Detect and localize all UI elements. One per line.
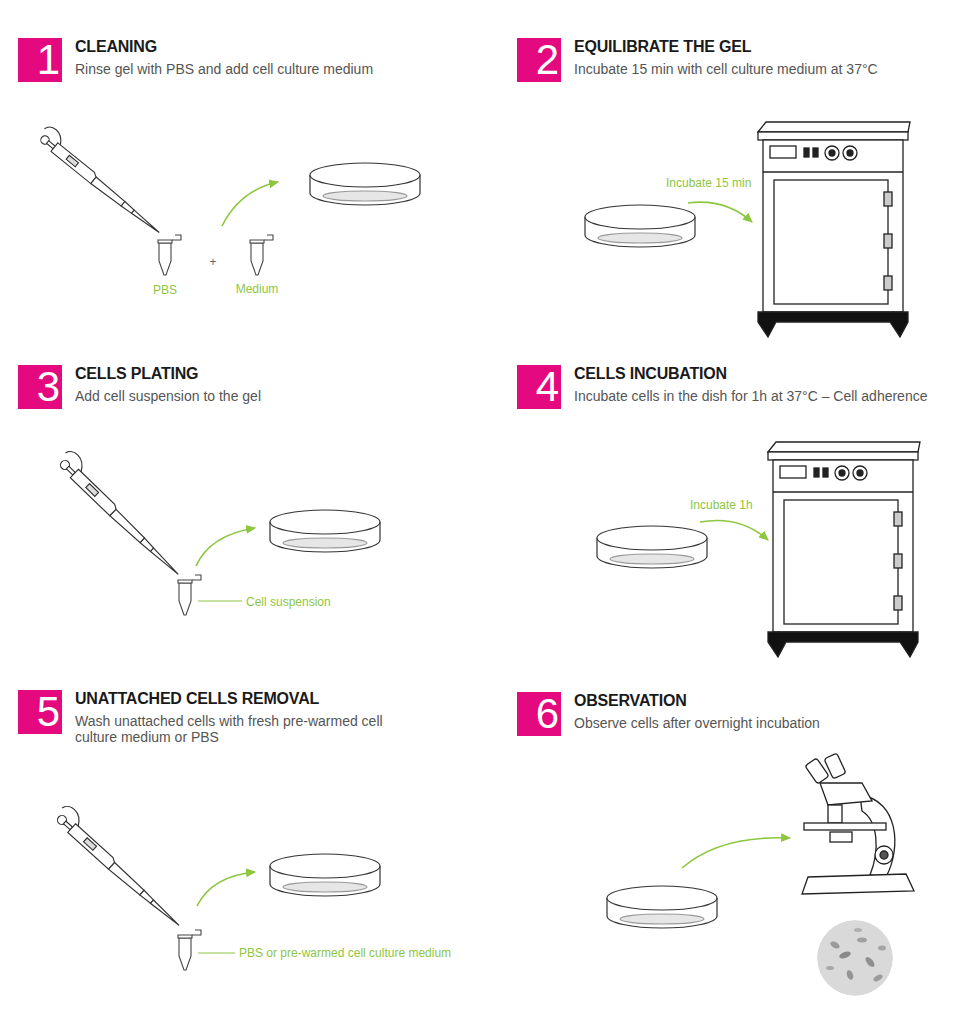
step-text: CELLS INCUBATION Incubate cells in the di… (574, 365, 927, 404)
flow-arrow (688, 202, 752, 222)
step-description: Wash unattached cells with fresh pre-war… (75, 713, 413, 745)
step-heading: CELLS INCUBATION (574, 365, 927, 383)
step-description: Incubate 15 min with cell culture medium… (574, 61, 878, 77)
step-text: OBSERVATION Observe cells after overnight… (574, 692, 820, 731)
step2-illustration (585, 122, 910, 337)
step-number-badge: 4 (517, 365, 561, 409)
flow-arrow (700, 520, 768, 540)
step3-illustration (55, 448, 380, 615)
pipette (52, 803, 189, 930)
tube (178, 930, 201, 970)
flow-arrow (197, 872, 255, 906)
petri-dish (607, 886, 717, 928)
step-description: Rinse gel with PBS and add cell culture … (75, 61, 373, 77)
tube (250, 235, 273, 275)
protocol-step: 6 OBSERVATION Observe cells after overnigh… (517, 692, 820, 736)
step6-illustration (607, 753, 914, 996)
step-text: EQUILIBRATE THE GEL Incubate 15 min with … (574, 38, 878, 77)
annotation-label: Incubate 1h (690, 498, 753, 512)
petri-dish (270, 854, 380, 896)
step4-illustration (597, 442, 920, 657)
step-number: 3 (37, 365, 62, 409)
step-heading: CELLS PLATING (75, 365, 261, 383)
step-description: Incubate cells in the dish for 1h at 37°… (574, 388, 927, 404)
step-number: 5 (37, 690, 62, 734)
pipette (55, 448, 189, 578)
annotation-label: Incubate 15 min (666, 176, 751, 190)
petri-dish (585, 205, 695, 247)
step-heading: UNATTACHED CELLS REMOVAL (75, 690, 413, 708)
annotation-label: PBS (153, 283, 177, 297)
step5-illustration (52, 803, 380, 970)
annotation-label: Medium (236, 282, 279, 296)
protocol-step: 3 CELLS PLATING Add cell suspension to the… (18, 365, 261, 409)
incubator (758, 122, 910, 337)
annotation-label: PBS or pre-warmed cell culture medium (239, 946, 451, 960)
step-number-badge: 1 (18, 38, 62, 82)
step-heading: EQUILIBRATE THE GEL (574, 38, 878, 56)
flow-arrow (196, 528, 255, 566)
microscope (802, 753, 914, 894)
step-description: Observe cells after overnight incubation (574, 715, 820, 731)
step-number-badge: 6 (517, 692, 561, 736)
leader-line (198, 601, 242, 602)
protocol-step: 5 UNATTACHED CELLS REMOVAL Wash unattached… (18, 690, 413, 745)
pipette (36, 124, 169, 237)
step-text: CELLS PLATING Add cell suspension to the … (75, 365, 261, 404)
step-text: UNATTACHED CELLS REMOVAL Wash unattached … (75, 690, 413, 745)
step-number: 2 (536, 38, 561, 82)
step-number: 4 (536, 365, 561, 409)
annotation-label: Cell suspension (246, 595, 331, 609)
step-number: 6 (536, 692, 561, 736)
petri-dish (310, 163, 420, 205)
cell-micrograph (817, 920, 893, 996)
step-heading: OBSERVATION (574, 692, 820, 710)
step-description: Add cell suspension to the gel (75, 388, 261, 404)
protocol-step: 1 CLEANING Rinse gel with PBS and add cell… (18, 38, 373, 82)
incubator (768, 442, 920, 657)
petri-dish (270, 510, 380, 552)
step-number-badge: 3 (18, 365, 62, 409)
protocol-step: 4 CELLS INCUBATION Incubate cells in the d… (517, 365, 927, 409)
step-number: 1 (37, 38, 62, 82)
annotation-label: + (209, 255, 216, 269)
flow-arrow (682, 838, 790, 868)
tube (158, 235, 181, 275)
step1-illustration (36, 124, 420, 275)
tube (178, 575, 201, 615)
step-number-badge: 5 (18, 690, 62, 734)
flow-arrow (222, 182, 278, 226)
petri-dish (597, 526, 707, 568)
step-text: CLEANING Rinse gel with PBS and add cell … (75, 38, 373, 77)
leader-line (198, 953, 235, 954)
protocol-step: 2 EQUILIBRATE THE GEL Incubate 15 min with… (517, 38, 878, 82)
step-heading: CLEANING (75, 38, 373, 56)
step-number-badge: 2 (517, 38, 561, 82)
